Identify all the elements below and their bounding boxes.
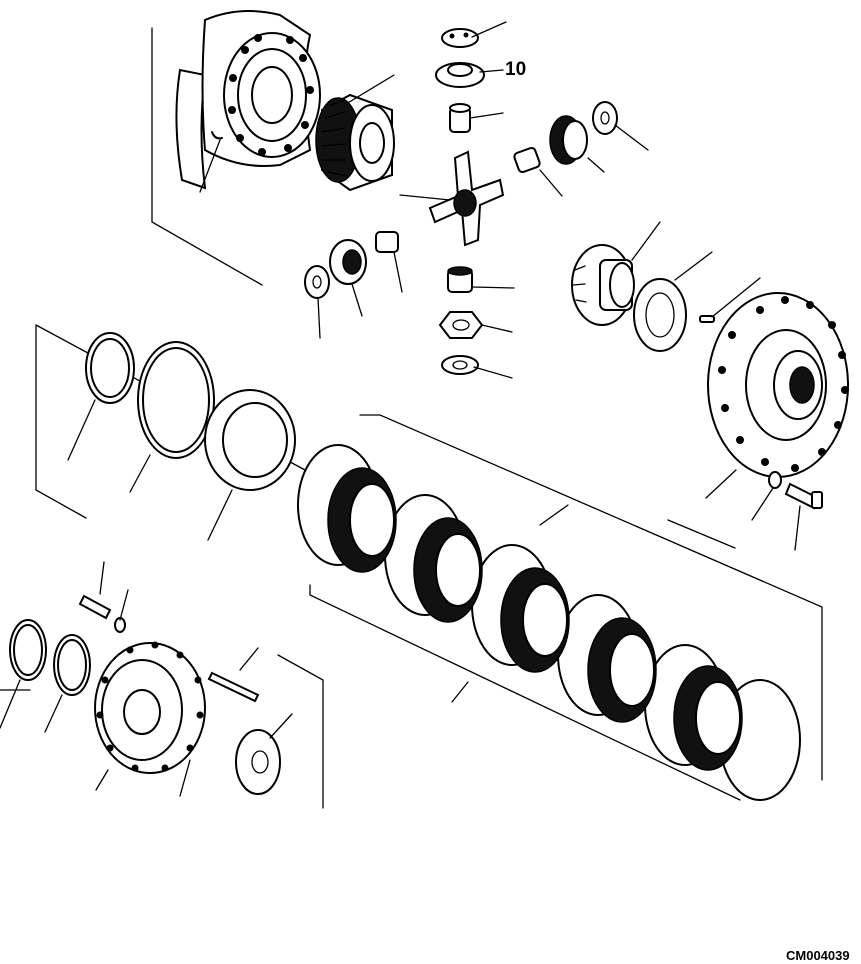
drawing-code-label: CM004039 [786,948,850,963]
o-ring-pair [9,619,91,696]
differential-case [175,10,321,190]
side-gear-right [571,244,635,326]
thrust-washer-top [441,28,479,48]
leader-lines [0,21,801,797]
bushing-left [375,231,399,253]
side-gear-upper [315,93,395,192]
end-cover [94,641,206,774]
piston-ring [204,389,296,491]
bushing-right [513,146,541,174]
pinion-gear-left [329,239,367,285]
clutch-pack [297,444,801,801]
thrust-washer-bottom [441,355,479,375]
pinion-gear-washer-10 [435,62,485,88]
thrust-washer-left [304,265,330,299]
washer-right [768,471,782,489]
thrust-washer-large [633,278,687,352]
dowel-pin-long [207,671,260,703]
seal-ring-large [137,341,215,459]
pinion-gear-bottom [438,311,484,339]
thrust-plate [235,729,281,795]
pinion-gear-right [549,115,588,165]
spider-cross [428,150,505,247]
bolt-left [78,594,112,620]
bolt-right [784,482,823,510]
o-ring-small [85,332,135,404]
bushing-top [449,103,471,133]
callout-number-10: 10 [505,59,527,80]
flange-housing-right [707,292,849,478]
bushing-bottom [447,266,473,293]
dowel-pin-right [699,315,715,323]
thrust-washer-right [592,101,618,135]
